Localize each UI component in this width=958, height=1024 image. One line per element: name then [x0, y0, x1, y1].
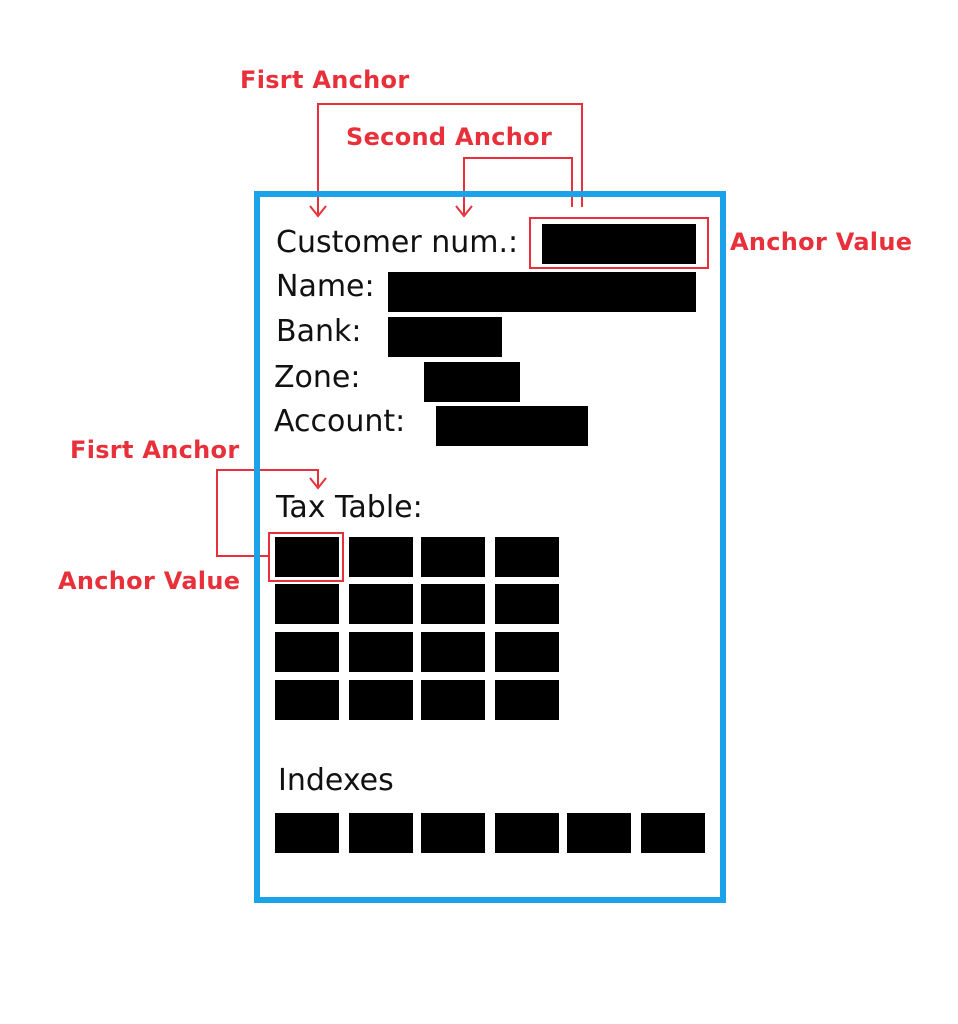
- index-cell: [495, 813, 559, 853]
- tax-table-cell: [349, 680, 413, 720]
- account-label: Account:: [274, 404, 406, 439]
- second-anchor-label: Second Anchor: [346, 123, 553, 151]
- tax-table-cell: [421, 632, 485, 672]
- customer-num-label: Customer num.:: [276, 225, 519, 260]
- zone-value: [424, 362, 520, 402]
- anchor-value-table-highlight: [268, 532, 344, 582]
- zone-label: Zone:: [274, 360, 361, 395]
- bank-label: Bank:: [276, 314, 362, 349]
- tax-table-cell: [349, 537, 413, 577]
- index-cell: [275, 813, 339, 853]
- bank-value: [388, 317, 502, 357]
- tax-table-cell: [495, 584, 559, 624]
- index-cell: [349, 813, 413, 853]
- index-cell: [641, 813, 705, 853]
- first-anchor-table-label: Fisrt Anchor: [70, 436, 240, 464]
- tax-table-label: Tax Table:: [276, 490, 423, 525]
- first-anchor-top-connector: [317, 103, 583, 214]
- customer-num-value: [542, 224, 696, 264]
- name-value: [388, 272, 696, 312]
- anchor-value-top-highlight: [529, 217, 709, 269]
- index-cell: [421, 813, 485, 853]
- tax-table-cell: [495, 680, 559, 720]
- index-cell: [567, 813, 631, 853]
- tax-table-cell: [275, 584, 339, 624]
- tax-table-cell: [495, 537, 559, 577]
- tax-table-cell: [421, 537, 485, 577]
- account-value: [436, 406, 588, 446]
- tax-table-cell: [275, 632, 339, 672]
- tax-table-cell: [275, 537, 339, 577]
- tax-table-cell: [421, 584, 485, 624]
- tax-table-cell: [421, 680, 485, 720]
- tax-table-cell: [349, 632, 413, 672]
- anchor-value-top-label: Anchor Value: [730, 228, 913, 256]
- first-anchor-table-connector: [216, 469, 319, 557]
- tax-table-cell: [275, 680, 339, 720]
- tax-table-cell: [495, 632, 559, 672]
- first-anchor-top-arrowhead: [309, 205, 327, 218]
- anchor-value-table-label: Anchor Value: [58, 567, 241, 595]
- name-label: Name:: [276, 269, 375, 304]
- second-anchor-connector: [463, 157, 573, 214]
- first-anchor-table-arrowhead: [309, 477, 327, 490]
- tax-table-cell: [349, 584, 413, 624]
- form-frame: [254, 191, 726, 903]
- first-anchor-top-label: Fisrt Anchor: [240, 66, 410, 94]
- indexes-label: Indexes: [278, 763, 394, 798]
- second-anchor-arrowhead: [455, 205, 473, 218]
